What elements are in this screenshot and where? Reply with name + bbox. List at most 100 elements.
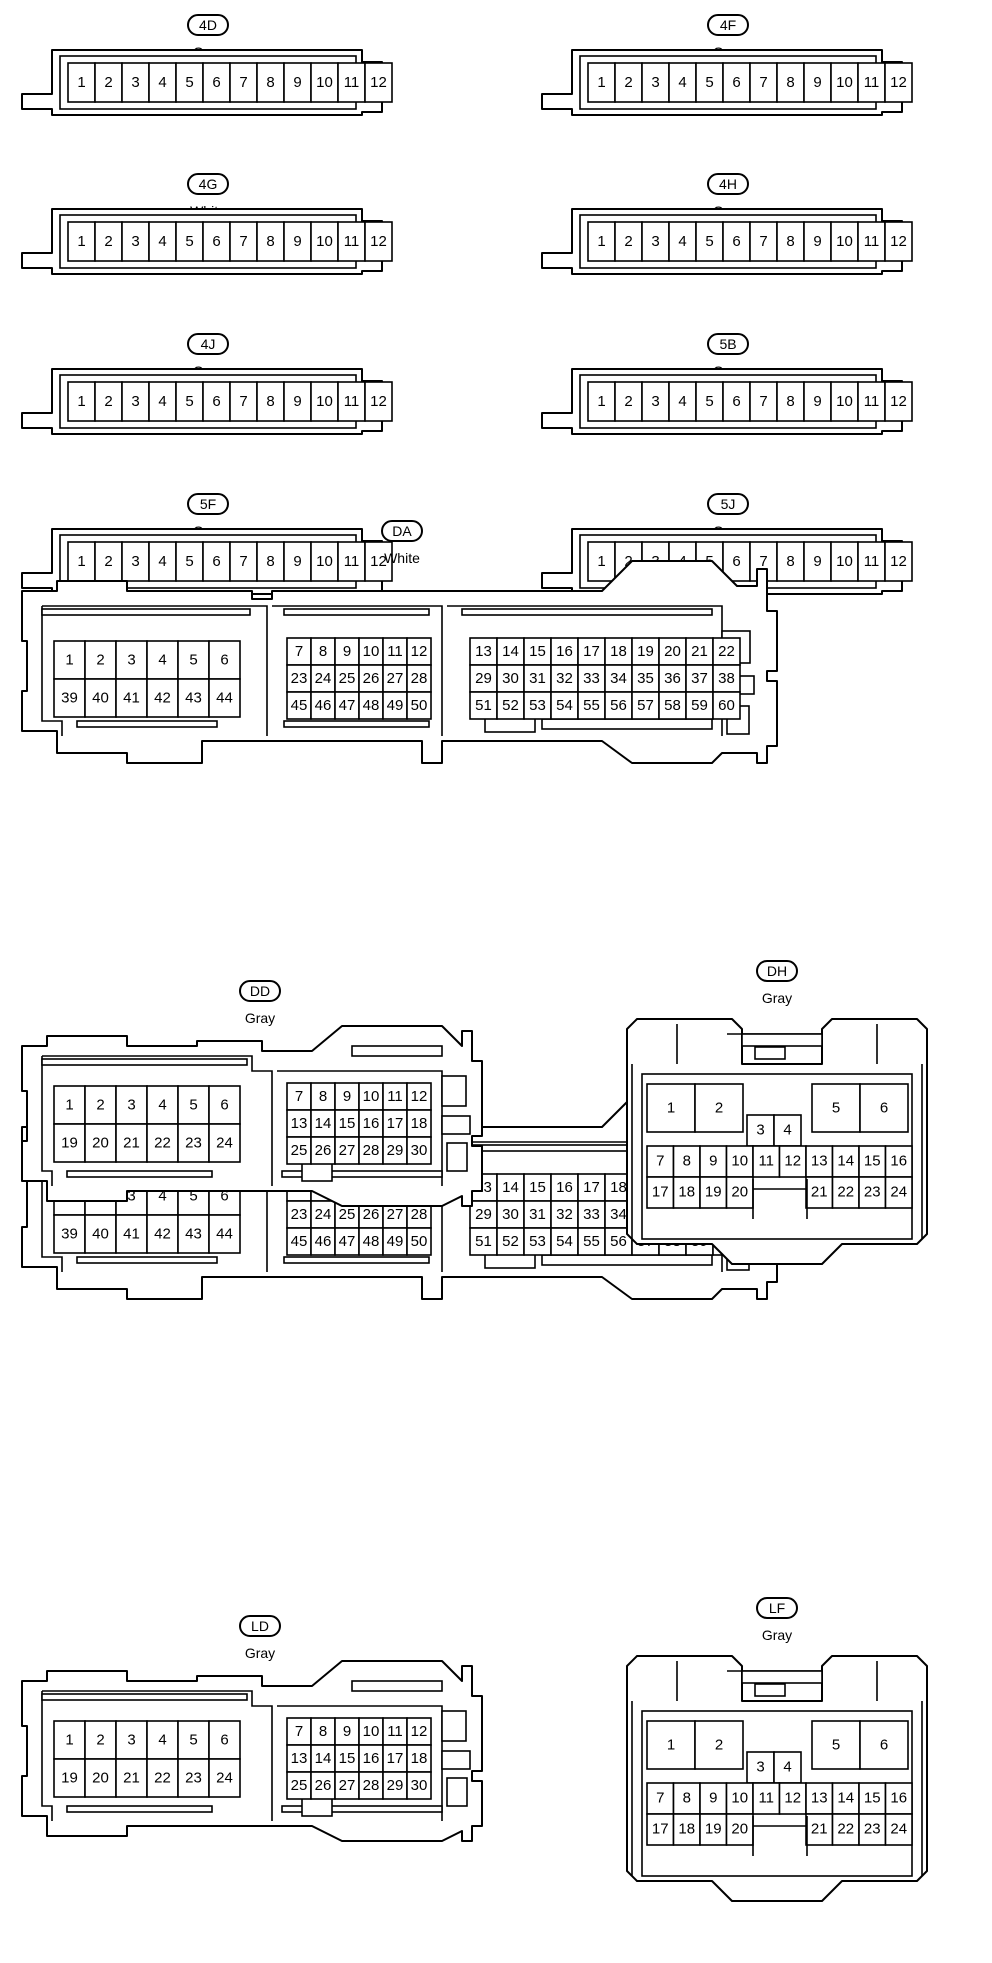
pin-number: 58 [664,697,681,714]
connector-tag-badge [187,333,229,355]
pin-number: 13 [291,1750,308,1767]
pin-cell [658,691,687,720]
connector-tag-badge [381,520,423,542]
pin-number: 56 [610,697,627,714]
pin-cell [382,1227,408,1256]
pin-number: 3 [651,393,659,410]
pin-number: 7 [239,233,247,250]
pin-cell [699,1813,728,1846]
pin-number: 22 [718,643,735,660]
connector-tag: DH [767,963,787,979]
pin-number: 23 [185,1135,202,1152]
lock-slot [441,1710,467,1742]
latch-bar [283,1256,430,1264]
pin-cell [658,637,687,666]
pin-number: 2 [624,393,632,410]
latch-bar [541,1254,713,1266]
pin-number: 12 [370,553,387,570]
pin-number: 12 [890,74,907,91]
pin-cell [382,1136,408,1165]
pin-cell [587,541,616,582]
pin-number: 50 [411,697,428,714]
pin-number: 1 [77,74,85,91]
pin-cell [148,541,177,582]
pin-cell [202,541,231,582]
pin-cell [749,221,778,262]
pin-number: 10 [836,393,853,410]
pin-number: 1 [597,74,605,91]
pin-number: 2 [104,393,112,410]
pin-number: 12 [784,1153,801,1170]
pin-number: 1 [65,1732,73,1749]
pin-number: 22 [154,1135,171,1152]
pin-cell [668,381,697,422]
pin-number: 2 [104,233,112,250]
pin-cell [337,62,366,103]
pin-cell [831,1176,860,1209]
pin-cell [406,664,432,693]
pin-cell [406,691,432,720]
pin-number: 5 [189,1732,197,1749]
pin-cell [722,62,751,103]
pin-number: 30 [411,1777,428,1794]
pin-cell [208,1720,241,1760]
pin-cell [858,1813,887,1846]
pin-cell [469,1200,498,1229]
lock-slot [441,1115,471,1135]
housing-ridge [676,1024,878,1064]
pin-cell [310,1771,336,1800]
pin-number: 12 [890,553,907,570]
pin-cell [146,1214,179,1254]
pin-number: 60 [718,697,735,714]
latch-tab [754,1046,786,1060]
pin-number: 7 [759,74,767,91]
pin-number: 18 [610,643,627,660]
pin-number: 29 [475,670,492,687]
pin-number: 27 [387,1206,404,1223]
pin-cell [776,221,805,262]
pin-number: 19 [61,1770,78,1787]
pin-number: 4 [158,652,166,669]
pin-cell [646,1782,675,1815]
housing-ridge [631,1064,923,1239]
pin-cell [749,381,778,422]
pin-cell [587,221,616,262]
pin-number: 2 [104,74,112,91]
pin-number: 15 [864,1790,881,1807]
pin-cell [256,62,285,103]
pin-cell [286,1136,312,1165]
pin-cell [406,637,432,666]
pin-number: 47 [339,1233,356,1250]
pin-cell [672,1176,701,1209]
connector-tag: 5J [721,496,736,512]
pin-number: 10 [316,393,333,410]
pin-cell [722,381,751,422]
pin-number: 15 [529,1179,546,1196]
pin-number: 9 [343,1088,351,1105]
pin-number: 6 [732,74,740,91]
pin-number: 15 [339,1750,356,1767]
pin-number: 8 [319,1723,327,1740]
pin-number: 59 [691,697,708,714]
pin-cell [334,1744,360,1773]
pin-number: 17 [583,643,600,660]
pin-number: 7 [656,1153,664,1170]
pin-number: 20 [664,643,681,660]
housing-ridge [676,1661,878,1701]
pin-number: 35 [637,670,654,687]
connector-color: Gray [762,1627,792,1643]
pin-number: 26 [363,1206,380,1223]
pin-number: 3 [756,1759,764,1776]
pin-number: 21 [811,1821,828,1838]
pin-cell [94,541,123,582]
pin-cell [577,691,606,720]
pin-cell [334,1082,360,1111]
pin-cell [884,1145,913,1178]
pin-number: 6 [880,1737,888,1754]
pin-cell [614,62,643,103]
pin-number: 19 [61,1135,78,1152]
